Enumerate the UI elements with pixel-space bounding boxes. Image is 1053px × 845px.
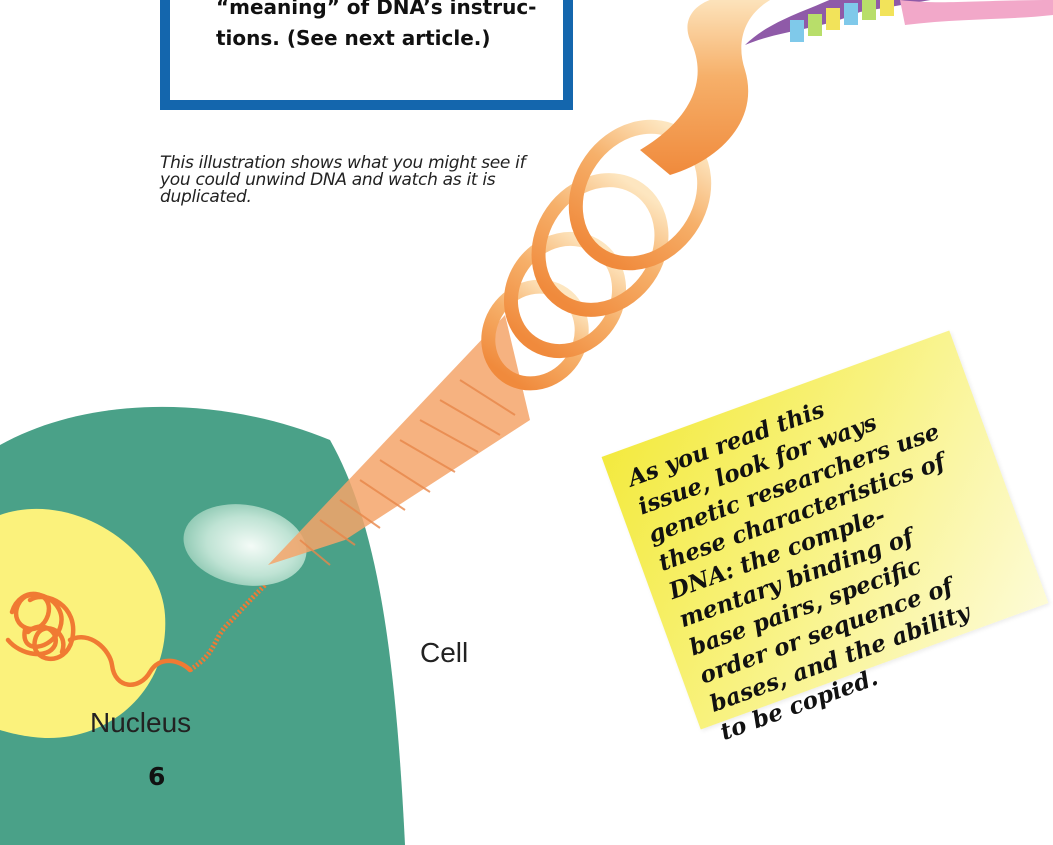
callout-line: “meaning” of DNA’s instruc- — [216, 0, 536, 23]
page-number: 6 — [148, 762, 165, 791]
callout-line: tions. (See next article.) — [216, 23, 536, 54]
cell-label: Cell — [420, 637, 468, 669]
caption-line: duplicated. — [160, 189, 570, 206]
dna-base-pairs — [745, 0, 1053, 45]
dna-ribbon — [640, 0, 780, 175]
callout-text: “meaning” of DNA’s instruc- tions. (See … — [216, 0, 536, 54]
nucleus-label: Nucleus — [90, 707, 191, 739]
illustration-caption: This illustration shows what you might s… — [160, 155, 570, 206]
